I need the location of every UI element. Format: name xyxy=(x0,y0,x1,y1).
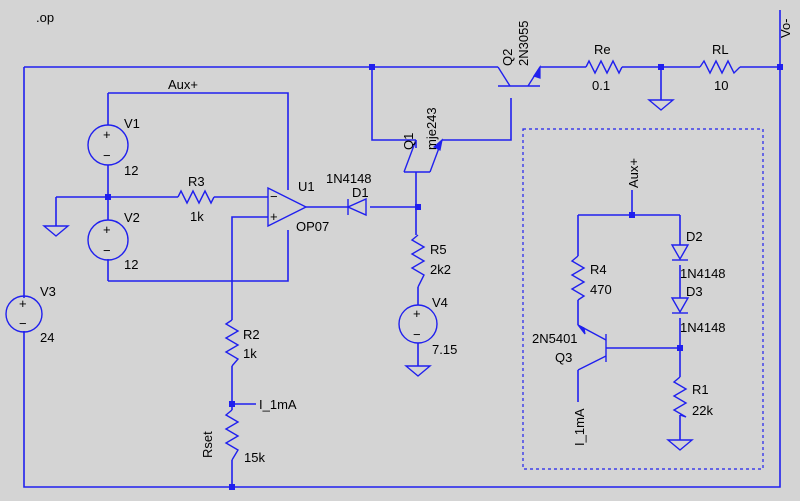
junction-dots xyxy=(105,64,783,490)
current-source-box xyxy=(522,128,764,470)
v3-value: 24 xyxy=(40,330,54,345)
diode-d3[interactable]: D3 1N4148 xyxy=(670,284,726,335)
ground-symbol xyxy=(404,365,432,377)
plus-sign: + xyxy=(103,127,111,142)
resistor-rset[interactable]: Rset 15k xyxy=(200,409,265,465)
transistor-q2[interactable]: Q2 2N3055 xyxy=(497,20,541,87)
r1-value: 22k xyxy=(692,403,713,418)
v2-name: V2 xyxy=(124,210,140,225)
v2-value: 12 xyxy=(124,257,138,272)
voltage-source-v2[interactable]: + − V2 12 xyxy=(87,210,140,272)
v1-name: V1 xyxy=(124,116,140,131)
r3-value: 1k xyxy=(190,209,204,224)
q2-name: Q2 xyxy=(500,49,515,66)
q1-name: Q1 xyxy=(401,133,416,150)
plus-sign: + xyxy=(103,222,111,237)
v1-value: 12 xyxy=(124,163,138,178)
minus-sign: − xyxy=(19,316,27,331)
d1-value: 1N4148 xyxy=(326,171,372,186)
r3-name: R3 xyxy=(188,174,205,189)
net-label-i-1ma-box: I_1mA xyxy=(572,408,587,446)
d3-value: 1N4148 xyxy=(680,320,726,335)
rl-value: 10 xyxy=(714,78,728,93)
rset-name: Rset xyxy=(200,431,215,458)
inverting-input-sign: − xyxy=(270,189,278,204)
q3-name: Q3 xyxy=(555,350,572,365)
net-label-aux-plus-box: Aux+ xyxy=(626,158,641,188)
net-label-i-1ma: I_1mA xyxy=(259,397,297,412)
d2-value: 1N4148 xyxy=(680,266,726,281)
r2-name: R2 xyxy=(243,327,260,342)
transistor-q3[interactable]: 2N5401 Q3 xyxy=(532,324,607,371)
resistor-re[interactable]: Re 0.1 xyxy=(585,42,623,93)
resistor-r2[interactable]: R2 1k xyxy=(224,319,260,367)
rl-name: RL xyxy=(712,42,729,57)
re-name: Re xyxy=(594,42,611,57)
u1-name: U1 xyxy=(298,179,315,194)
minus-sign: − xyxy=(413,327,421,342)
d2-name: D2 xyxy=(686,229,703,244)
d1-name: D1 xyxy=(352,185,369,200)
resistor-r3[interactable]: R3 1k xyxy=(177,174,215,224)
ground-symbol xyxy=(42,225,70,237)
main-wires xyxy=(23,10,781,488)
resistor-r4[interactable]: R4 470 xyxy=(570,255,612,301)
box-wires xyxy=(577,190,681,440)
r4-name: R4 xyxy=(590,262,607,277)
v4-name: V4 xyxy=(432,295,448,310)
q2-value: 2N3055 xyxy=(516,20,531,66)
r5-value: 2k2 xyxy=(430,262,451,277)
voltage-source-v4[interactable]: + − V4 7.15 xyxy=(398,295,457,357)
minus-sign: − xyxy=(103,148,111,163)
resistor-r5[interactable]: R5 2k2 xyxy=(410,234,451,288)
r1-name: R1 xyxy=(692,382,709,397)
diode-d1[interactable]: 1N4148 D1 xyxy=(326,171,372,217)
noninverting-input-sign: + xyxy=(270,209,278,224)
v3-name: V3 xyxy=(40,284,56,299)
resistor-r1[interactable]: R1 22k xyxy=(672,376,713,418)
transistor-q1[interactable]: Q1 mje243 xyxy=(401,107,443,173)
ground-symbol xyxy=(647,99,675,111)
r5-name: R5 xyxy=(430,242,447,257)
voltage-source-v3[interactable]: + − V3 24 xyxy=(5,284,56,345)
q3-value: 2N5401 xyxy=(532,331,578,346)
plus-sign: + xyxy=(413,306,421,321)
r2-value: 1k xyxy=(243,346,257,361)
re-value: 0.1 xyxy=(592,78,610,93)
ground-symbol xyxy=(666,439,694,451)
diode-d2[interactable]: D2 1N4148 xyxy=(670,229,726,281)
r4-value: 470 xyxy=(590,282,612,297)
q1-value: mje243 xyxy=(424,107,439,150)
rset-value: 15k xyxy=(244,450,265,465)
resistor-rl[interactable]: RL 10 xyxy=(699,42,741,93)
voltage-source-v1[interactable]: + − V1 12 xyxy=(87,116,140,178)
opamp-u1[interactable]: − + U1 OP07 xyxy=(267,179,329,234)
d3-name: D3 xyxy=(686,284,703,299)
plus-sign: + xyxy=(19,296,27,311)
net-label-vo-minus: Vo- xyxy=(778,18,793,38)
u1-value: OP07 xyxy=(296,219,329,234)
v4-value: 7.15 xyxy=(432,342,457,357)
minus-sign: − xyxy=(103,243,111,258)
spice-directive: .op xyxy=(36,10,54,25)
net-label-aux-plus: Aux+ xyxy=(168,77,198,92)
